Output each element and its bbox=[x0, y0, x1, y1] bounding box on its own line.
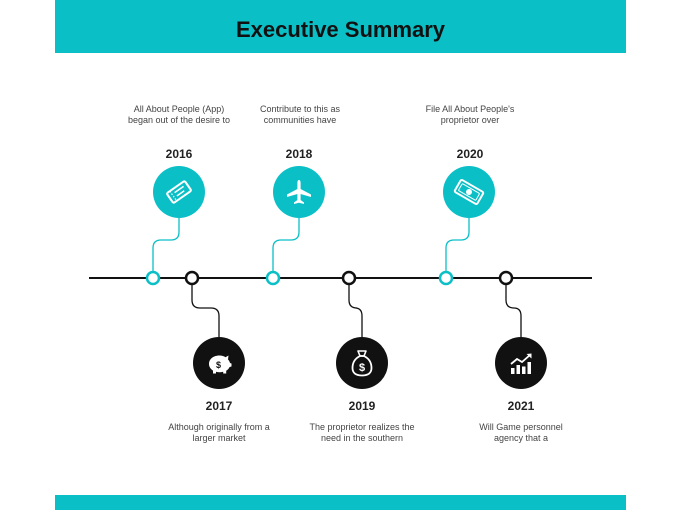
banknote-icon bbox=[453, 178, 485, 206]
milestone-2020-circle bbox=[443, 166, 495, 218]
growth-chart-icon bbox=[510, 353, 532, 374]
ticket-icon bbox=[166, 180, 192, 204]
connector-2019 bbox=[348, 285, 363, 337]
milestone-2017-circle: $ bbox=[193, 337, 245, 389]
milestone-2019-year: 2019 bbox=[348, 399, 376, 413]
milestone-2019-circle: $ bbox=[336, 337, 388, 389]
milestone-2018-year: 2018 bbox=[285, 147, 313, 161]
timeline-node-2019 bbox=[341, 270, 357, 286]
timeline-node-2021 bbox=[498, 270, 514, 286]
piggy-bank-icon: $ bbox=[209, 355, 232, 374]
milestone-2016-year: 2016 bbox=[165, 147, 193, 161]
milestone-2021-circle bbox=[495, 337, 547, 389]
timeline-node-2018 bbox=[265, 270, 281, 286]
milestone-2017-text: Although originally from a larger market bbox=[168, 422, 270, 443]
milestone-2018-circle bbox=[273, 166, 325, 218]
milestone-2021-text: Will Game personnel agency that a bbox=[479, 422, 563, 443]
milestone-2016-circle bbox=[153, 166, 205, 218]
milestone-2018-text: Contribute to this as communities have bbox=[259, 104, 341, 125]
milestone-2020-text: File All About People's proprietor over bbox=[425, 104, 515, 125]
milestone-2021-year: 2021 bbox=[507, 399, 535, 413]
milestone-2020-year: 2020 bbox=[456, 147, 484, 161]
timeline-node-2017 bbox=[184, 270, 200, 286]
page-title: Executive Summary bbox=[235, 17, 446, 42]
svg-text:$: $ bbox=[216, 360, 221, 370]
milestone-2017-year: 2017 bbox=[205, 399, 233, 413]
milestone-2019-text: The proprietor realizes the need in the … bbox=[309, 422, 415, 443]
money-bag-icon: $ bbox=[351, 350, 373, 377]
timeline-node-2020 bbox=[438, 270, 454, 286]
svg-text:$: $ bbox=[359, 362, 365, 374]
connector-2016 bbox=[152, 218, 180, 271]
footer-bar bbox=[55, 495, 626, 510]
airplane-icon bbox=[287, 180, 311, 204]
connector-2021 bbox=[505, 285, 522, 337]
connector-2017 bbox=[191, 285, 220, 337]
milestone-2016-text: All About People (App) began out of the … bbox=[127, 104, 231, 125]
timeline-node-2016 bbox=[145, 270, 161, 286]
connector-2020 bbox=[445, 218, 470, 271]
header-bar: Executive Summary bbox=[55, 0, 626, 53]
connector-2018 bbox=[272, 218, 300, 271]
